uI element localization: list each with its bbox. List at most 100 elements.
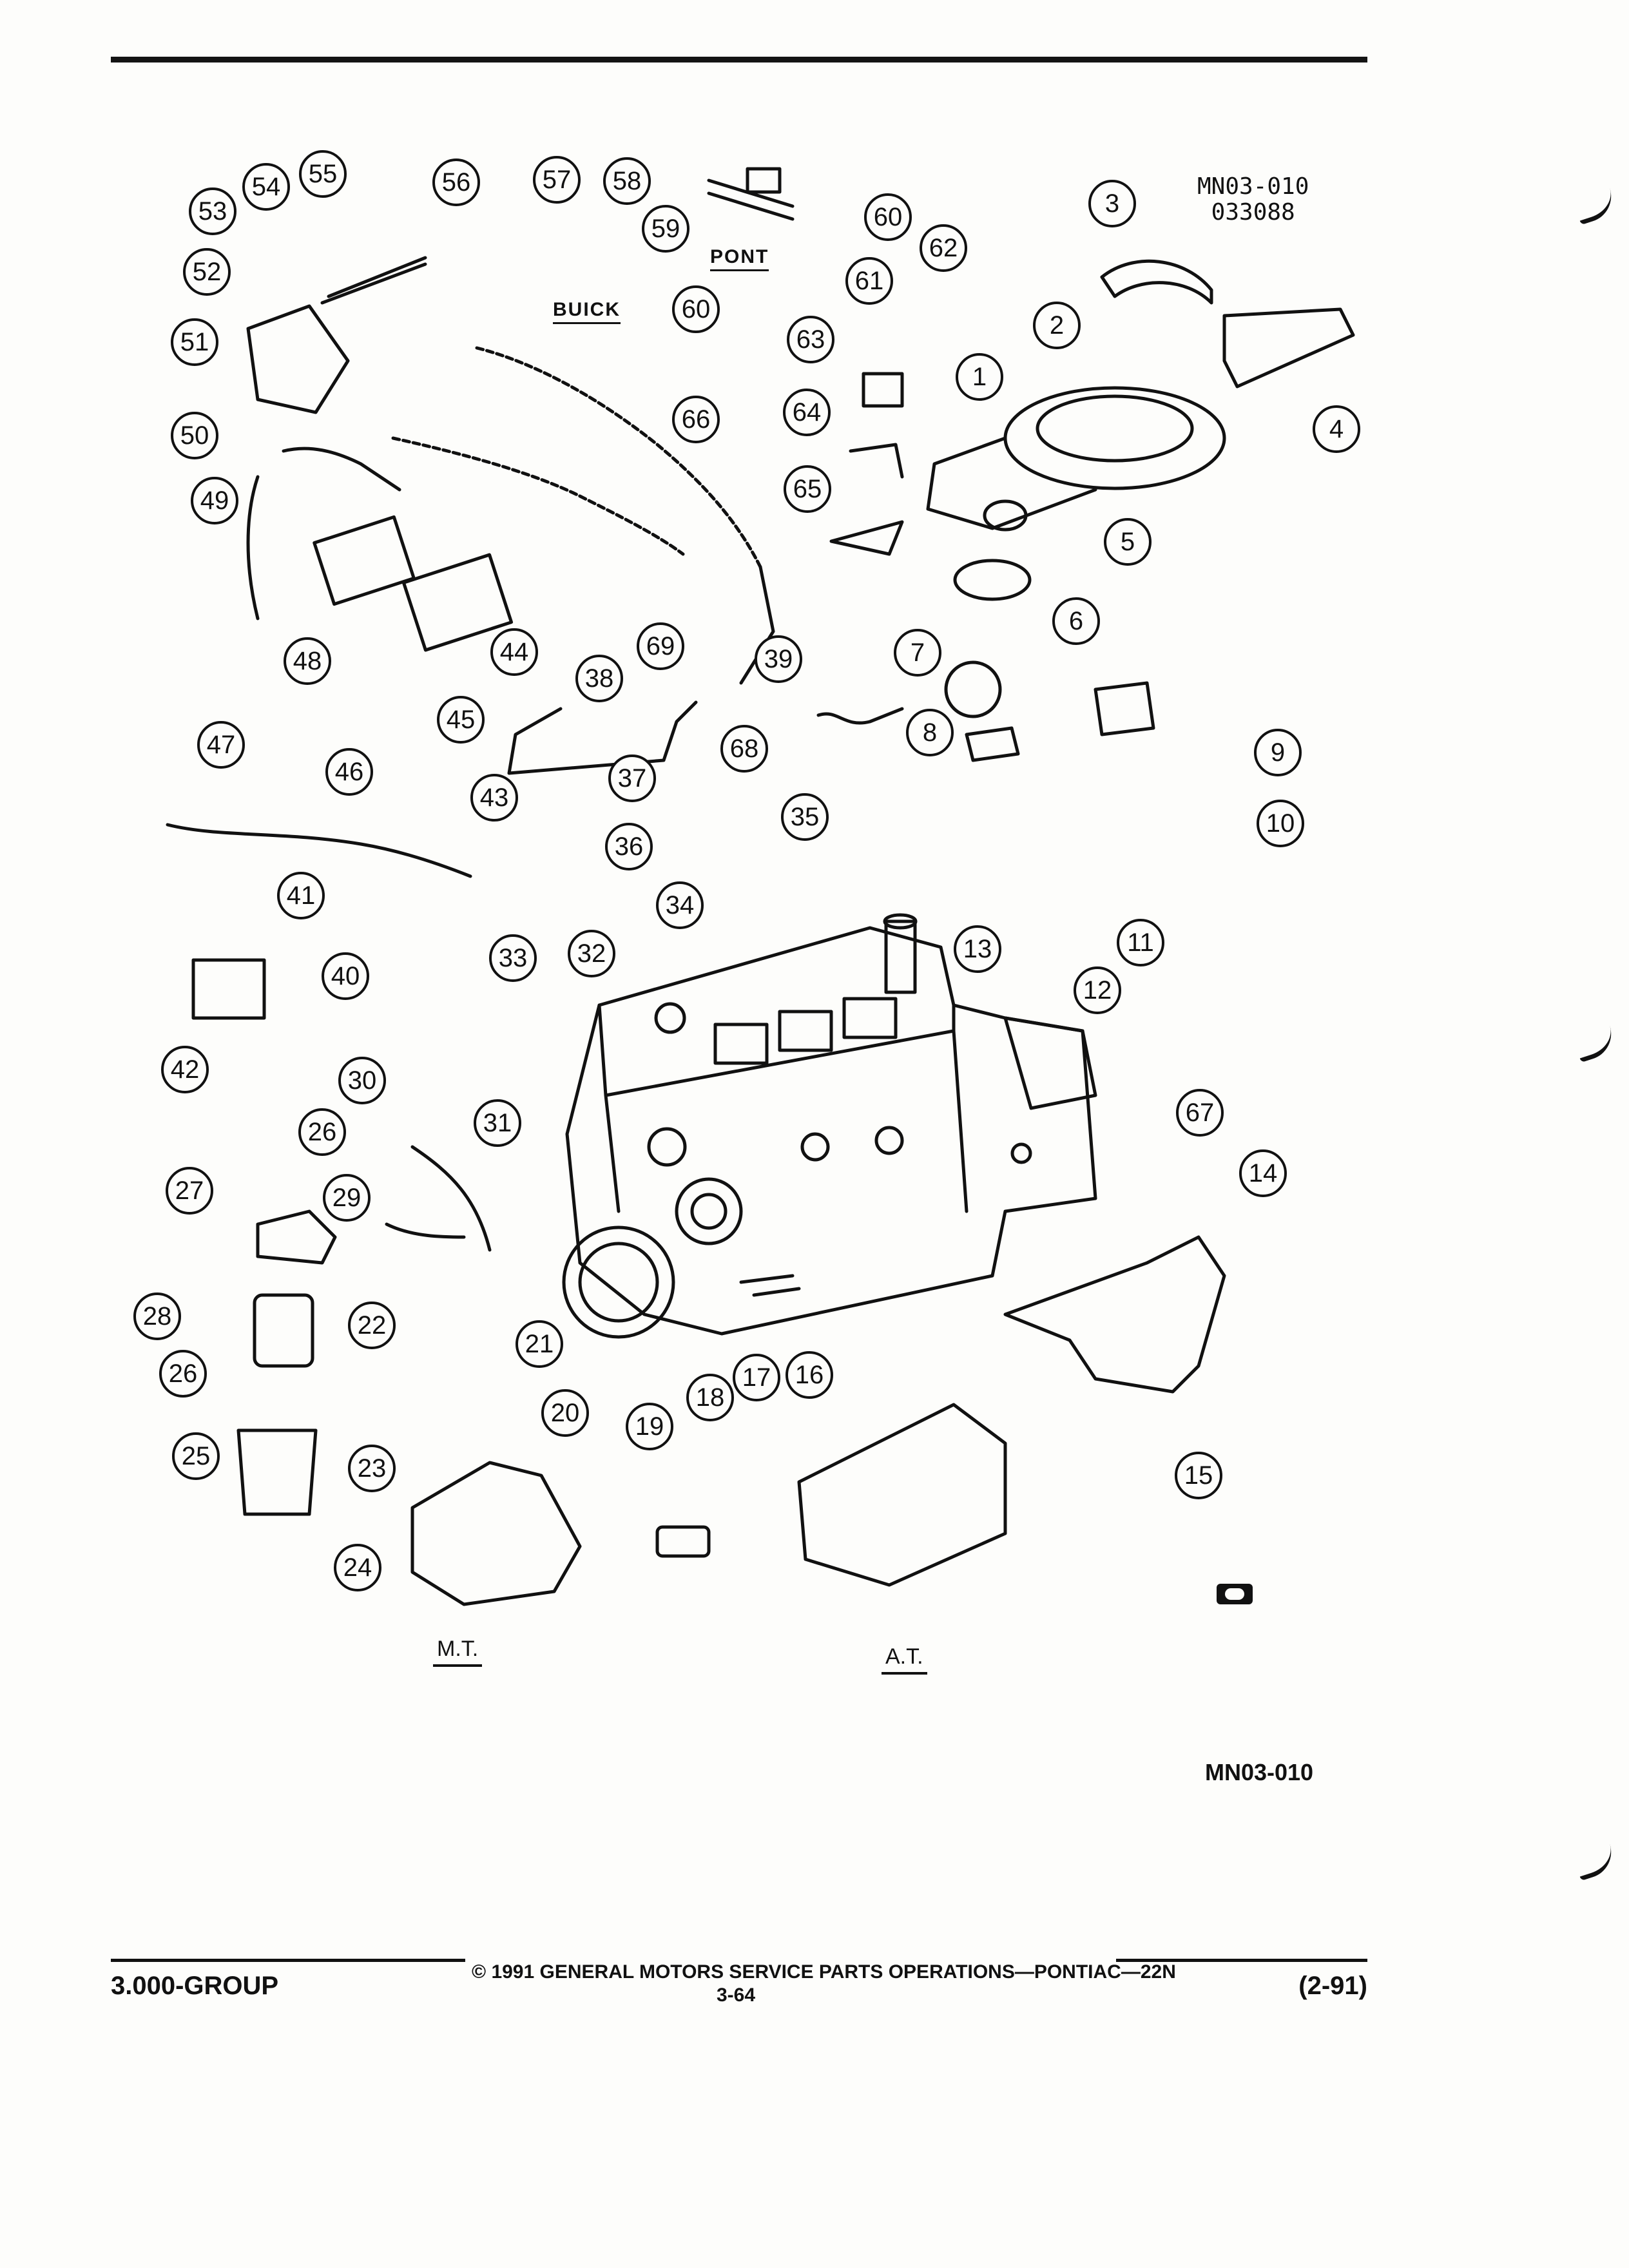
callout-11: 11 <box>1117 919 1164 966</box>
housing-25-drawing <box>236 1428 318 1516</box>
automatic-transmission-drawing <box>797 1403 1007 1587</box>
housing-28-drawing <box>256 1209 337 1265</box>
pontiac-variant-label: PONT <box>710 246 769 271</box>
bracket-56-drawing <box>320 256 427 305</box>
callout-58: 58 <box>603 157 651 205</box>
callout-52: 52 <box>183 248 231 296</box>
c-badge-icon <box>1217 1584 1253 1604</box>
sensor-63-drawing <box>862 372 904 408</box>
automatic-transmission-label: A.T. <box>882 1644 927 1675</box>
callout-25: 25 <box>172 1432 220 1480</box>
callout-14: 14 <box>1239 1149 1287 1197</box>
callout-20: 20 <box>541 1389 589 1437</box>
manual-transmission-drawing <box>410 1461 582 1606</box>
bracket-64-65-drawing <box>829 443 904 556</box>
callout-40: 40 <box>322 952 369 1000</box>
callout-16: 16 <box>786 1351 833 1399</box>
callout-64: 64 <box>783 389 831 436</box>
callout-26: 26 <box>159 1350 207 1398</box>
callout-19: 19 <box>626 1403 673 1450</box>
module-42-drawing <box>191 958 266 1020</box>
footer-group: 3.000-GROUP <box>111 1972 279 2000</box>
callout-54: 54 <box>242 163 290 211</box>
callout-26: 26 <box>298 1108 346 1156</box>
callout-32: 32 <box>568 930 615 977</box>
callout-37: 37 <box>608 754 656 802</box>
exhaust-manifold-drawing <box>1003 1235 1226 1394</box>
callout-67: 67 <box>1176 1089 1224 1137</box>
callout-69: 69 <box>637 622 684 670</box>
callout-51: 51 <box>171 318 218 366</box>
callout-4: 4 <box>1313 405 1360 453</box>
callout-57: 57 <box>533 156 581 204</box>
top-rule <box>111 57 1367 62</box>
callout-44: 44 <box>490 628 538 676</box>
egr-valve-drawing <box>1094 681 1155 736</box>
callout-29: 29 <box>323 1174 371 1222</box>
callout-48: 48 <box>284 637 331 685</box>
callout-3: 3 <box>1088 180 1136 227</box>
callout-47: 47 <box>197 721 245 769</box>
sensor-60-drawing <box>746 167 782 194</box>
hose-29-30-drawing <box>385 1145 492 1252</box>
callout-33: 33 <box>489 934 537 982</box>
callout-59: 59 <box>642 205 689 253</box>
callout-23: 23 <box>348 1445 396 1492</box>
footer-rule <box>1116 1959 1367 1962</box>
pipe-41-drawing <box>166 823 472 878</box>
hose-38-drawing <box>507 700 698 775</box>
callout-46: 46 <box>325 748 373 796</box>
ecm-module-drawing <box>313 515 416 606</box>
bracket-51-drawing <box>246 304 350 414</box>
callout-53: 53 <box>189 187 236 235</box>
callout-17: 17 <box>733 1354 780 1401</box>
callout-61: 61 <box>845 257 893 305</box>
callout-50: 50 <box>171 412 218 459</box>
callout-49: 49 <box>191 477 238 524</box>
callout-39: 39 <box>755 635 802 683</box>
callout-35: 35 <box>781 793 829 841</box>
figure-id: MN03-010 <box>1197 173 1309 200</box>
callout-13: 13 <box>954 925 1001 973</box>
callout-65: 65 <box>784 465 831 513</box>
callout-27: 27 <box>166 1167 213 1215</box>
callout-1: 1 <box>956 353 1003 401</box>
callout-24: 24 <box>334 1544 381 1591</box>
callout-38: 38 <box>575 655 623 702</box>
filter-27-drawing <box>253 1293 314 1368</box>
callout-62: 62 <box>920 224 967 272</box>
callout-6: 6 <box>1052 597 1100 645</box>
footer-rule <box>111 1959 465 1962</box>
figure-date-code: 033088 <box>1211 199 1295 226</box>
gasket-8-drawing <box>965 726 1020 762</box>
callout-21: 21 <box>516 1320 563 1368</box>
callout-60: 60 <box>672 285 720 333</box>
callout-7: 7 <box>894 629 941 677</box>
callout-34: 34 <box>656 881 704 929</box>
hose-39-drawing <box>816 707 904 725</box>
callout-10: 10 <box>1257 800 1304 847</box>
page-number: 3-64 <box>717 1984 756 2006</box>
callout-36: 36 <box>605 823 653 870</box>
callout-28: 28 <box>133 1293 181 1340</box>
callout-9: 9 <box>1254 729 1302 776</box>
footer-date-code: (2-91) <box>1298 1972 1367 2000</box>
callout-68: 68 <box>720 725 768 773</box>
engine-block-drawing <box>562 913 1097 1339</box>
figure-reference-top: MN03-010 033088 <box>1197 174 1309 226</box>
callout-18: 18 <box>686 1374 734 1421</box>
air-cleaner-drawing <box>926 259 1355 601</box>
callout-8: 8 <box>906 709 954 756</box>
callout-2: 2 <box>1033 302 1081 349</box>
callout-30: 30 <box>338 1057 386 1104</box>
callout-22: 22 <box>348 1302 396 1349</box>
callout-63: 63 <box>787 316 834 363</box>
callout-31: 31 <box>474 1099 521 1147</box>
callout-43: 43 <box>470 774 518 822</box>
callout-66: 66 <box>672 396 720 443</box>
footer-copyright: © 1991 GENERAL MOTORS SERVICE PARTS OPER… <box>472 1961 1176 1983</box>
callout-55: 55 <box>299 150 347 198</box>
callout-60: 60 <box>864 193 912 241</box>
page-footer: 3.000-GROUP © 1991 GENERAL MOTORS SERVIC… <box>111 1959 1367 2006</box>
